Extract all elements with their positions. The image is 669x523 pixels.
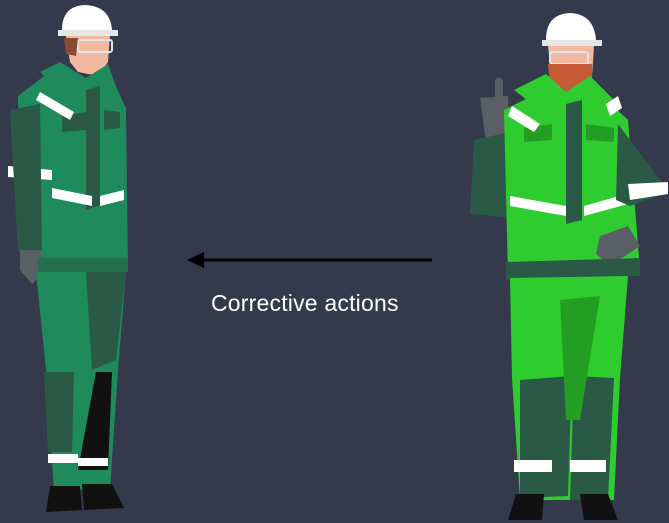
right-worker-icon xyxy=(0,0,669,523)
scene: Corrective actions xyxy=(0,0,669,523)
